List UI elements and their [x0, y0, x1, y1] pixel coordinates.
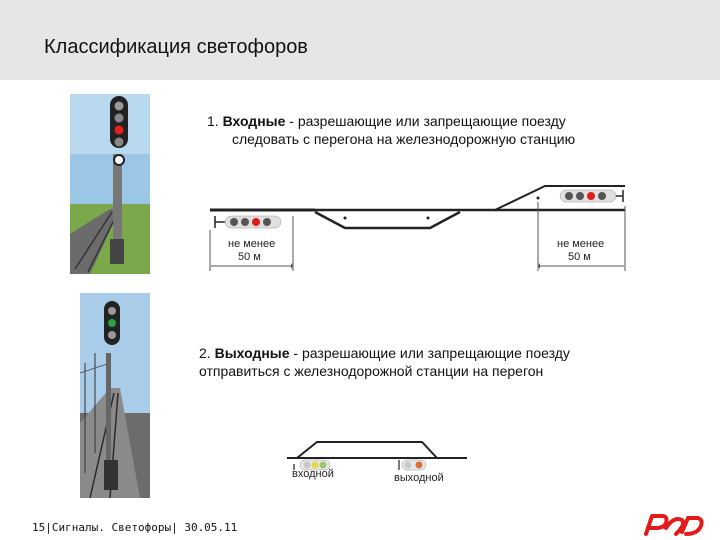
- right-entry-signal-icon: [559, 189, 624, 203]
- exit-signal-icon: [398, 459, 427, 471]
- left-distance-label2: 50 м: [238, 251, 261, 263]
- exit-signal-photo: [80, 293, 150, 498]
- left-distance-label1: не менее: [228, 238, 276, 250]
- right-distance-label2: 50 м: [568, 251, 591, 263]
- page-title: Классификация светофоров: [44, 36, 308, 58]
- section1-line2: следовать с перегона на железнодорожную …: [232, 131, 576, 147]
- entry-signal-icon: [293, 459, 331, 471]
- section2-line1: 2. Выходные - разрешающие или запрещающи…: [199, 344, 570, 362]
- section2-term: Выходные: [214, 345, 290, 361]
- right-distance-label1: не менее: [557, 238, 605, 250]
- header-bar: [0, 0, 720, 80]
- section1-desc: - разрешающие или запрещающие поезду: [285, 113, 566, 129]
- section2-number: 2.: [199, 345, 211, 361]
- section2-desc: - разрешающие или запрещающие поезду: [289, 345, 570, 361]
- rzd-logo: [644, 514, 704, 536]
- exit-signal-diagram: [282, 420, 472, 490]
- footer-text: 15|Сигналы. Светофоры| 30.05.11: [32, 521, 238, 534]
- section1-number: 1.: [207, 113, 219, 129]
- section2-line2: отправиться с железнодорожной станции на…: [199, 363, 544, 379]
- label-exit: выходной: [394, 472, 444, 484]
- left-entry-signal-icon: [214, 215, 282, 229]
- entry-signal-diagram: [205, 176, 630, 276]
- entry-signal-photo: [70, 94, 150, 274]
- section1-term: Входные: [222, 113, 286, 129]
- section1-line1: 1. Входные - разрешающие или запрещающие…: [207, 112, 566, 130]
- label-entry: входной: [292, 468, 334, 480]
